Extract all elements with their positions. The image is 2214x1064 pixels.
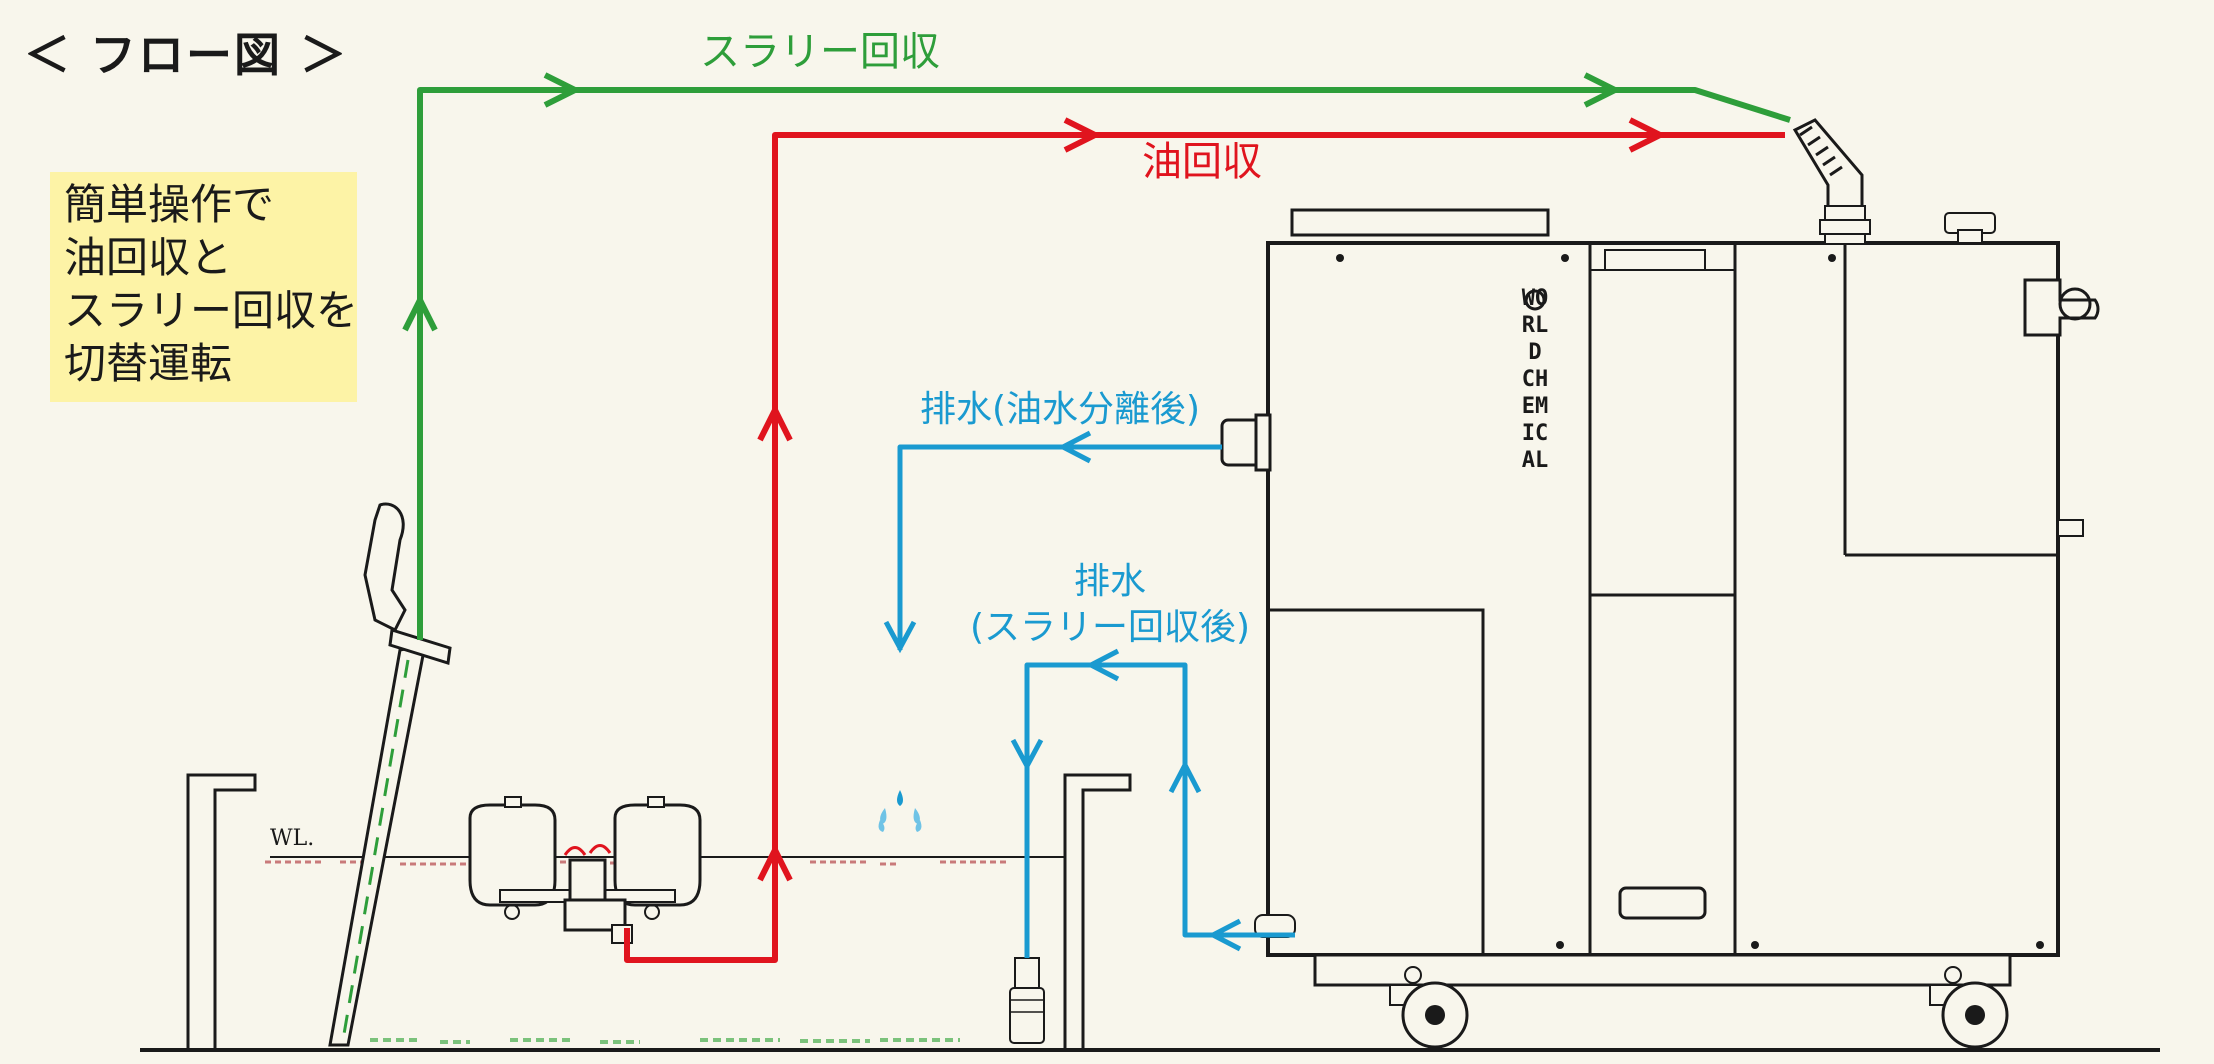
drain-slurry-label-line1: 排水	[1073, 561, 1146, 602]
suction-pipe	[328, 502, 452, 1047]
note-line: スラリー回収を	[64, 286, 359, 335]
drain-separated-arrow-left	[1057, 430, 1092, 464]
oil-arrow-up-2	[757, 403, 793, 442]
slurry-arrow-right-1	[543, 72, 582, 108]
pit-right-wall	[1063, 773, 1132, 1050]
feature-note: 簡単操作で 油回収と スラリー回収を 切替運転	[50, 172, 359, 402]
separator-unit	[1220, 118, 2100, 1049]
slurry-arrow-right-2	[1583, 72, 1622, 108]
oil-recovery-line	[624, 132, 1785, 963]
caster-left	[1389, 966, 1469, 1049]
note-line: 切替運転	[64, 339, 233, 388]
oil-arrow-right-1	[1063, 117, 1102, 153]
drain-slurry-label-line2: (スラリー回収後)	[969, 607, 1251, 648]
drain-pump	[1009, 957, 1045, 1044]
slurry-recovery-line	[417, 87, 1791, 640]
page-title: ＜ フロー図 ＞	[24, 28, 349, 82]
floating-skimmer	[468, 796, 702, 944]
drain-slurry-arrow-up	[1168, 759, 1202, 794]
drain-separated-line	[897, 444, 1222, 650]
caster-right	[1929, 966, 2009, 1049]
water-splash-icon	[878, 790, 922, 832]
drain-slurry-arrow-left-1	[1207, 918, 1242, 952]
oil-arrow-right-2	[1628, 117, 1667, 153]
note-line: 簡単操作で	[64, 180, 275, 229]
drain-separated-label: 排水(油水分離後)	[920, 389, 1201, 430]
drain-separated-arrow-down	[883, 620, 917, 654]
drain-slurry-line	[1024, 662, 1295, 958]
slurry-arrow-up	[402, 293, 438, 332]
pit-left-wall	[186, 773, 257, 1050]
water-level-label: WL.	[270, 826, 315, 851]
oil-arrow-up-1	[757, 843, 793, 882]
pit-floor-residue	[370, 1038, 960, 1044]
drain-slurry-arrow-left-2	[1085, 648, 1120, 682]
oil-recovery-label: 油回収	[1142, 139, 1262, 185]
brand-logo-text: WORLD CHEMICAL	[1521, 286, 1549, 473]
slurry-recovery-label: スラリー回収	[700, 29, 940, 75]
drain-slurry-arrow-down	[1010, 738, 1044, 772]
note-line: 油回収と	[64, 233, 233, 282]
